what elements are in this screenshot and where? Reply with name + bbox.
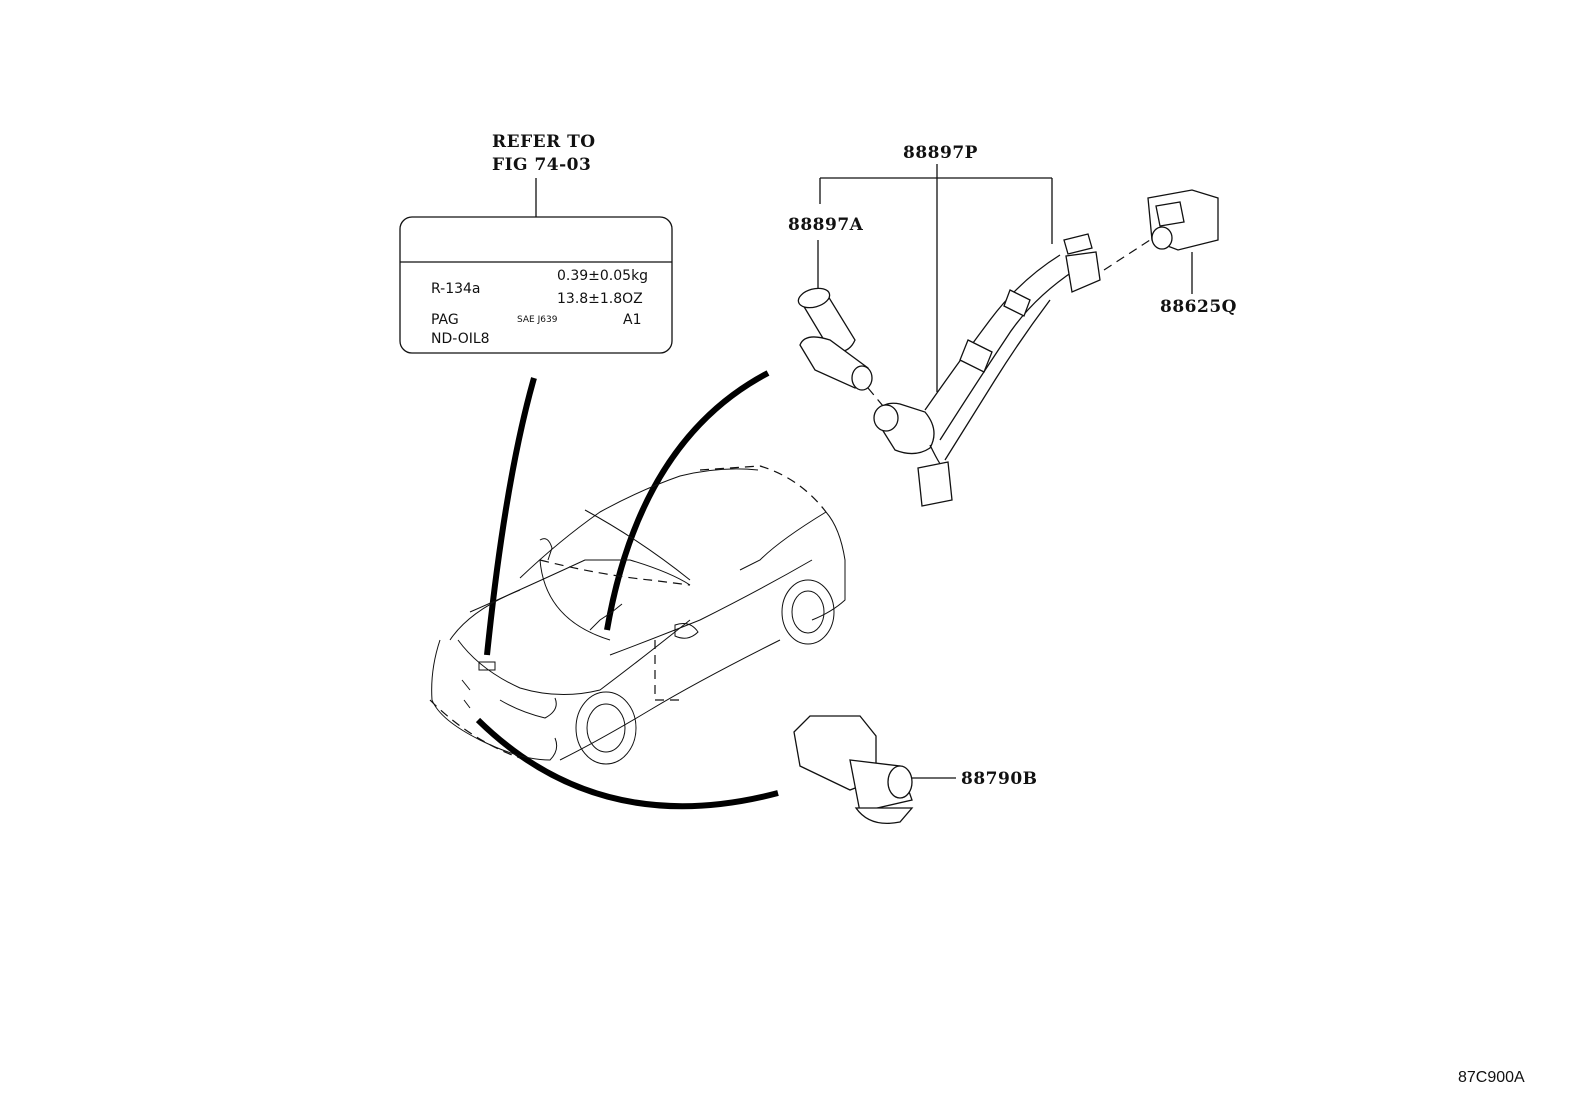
- front-wheel-outer: [575, 691, 637, 765]
- a-pillar: [584, 509, 691, 581]
- cowl-line: [469, 559, 691, 613]
- harness-sensor-tip: [873, 404, 899, 432]
- door-line: [654, 640, 680, 701]
- windshield-top: [539, 559, 691, 586]
- pointer-arc-front-sensor: [475, 717, 779, 810]
- rear-window-line: [739, 511, 827, 571]
- bumper-lower: [429, 699, 521, 759]
- front-sensor-marker: [461, 679, 471, 709]
- sensor-b-base: [854, 807, 914, 825]
- harness-connector-body: [1065, 251, 1101, 293]
- rear-quarter: [811, 511, 846, 621]
- sensor-a-tip: [851, 365, 873, 391]
- label-code: A1: [623, 312, 641, 328]
- harness-branch: [944, 299, 1051, 461]
- refrigerant-type: R-134a: [431, 281, 481, 297]
- ac-label-plate: R-134a 0.39±0.05kg 13.8±1.8OZ PAG SAE J6…: [399, 216, 673, 354]
- side-mirror: [674, 623, 699, 639]
- rear-wheel-outer: [781, 579, 835, 645]
- roofline-rear: [699, 465, 827, 513]
- reference-line-1: REFER TO: [492, 132, 596, 152]
- reference-line-2: FIG 74-03: [492, 155, 591, 175]
- headlamp: [499, 697, 557, 719]
- refrigerant-amount-oz: 13.8±1.8OZ: [557, 291, 643, 307]
- switch-part: 88625Q: [1147, 189, 1237, 317]
- switch-plunger: [1151, 226, 1173, 250]
- windshield-base: [539, 559, 611, 641]
- reference-note: REFER TO FIG 74-03: [492, 132, 596, 217]
- oil-name: ND-OIL8: [431, 331, 490, 347]
- wire-harness: [873, 233, 1151, 507]
- sensor-a-part: 88897A: [788, 215, 889, 413]
- location-pointers: [475, 370, 779, 810]
- front-bumper: [431, 639, 558, 761]
- front-wheel-inner: [586, 703, 626, 753]
- callout-sensor-a: 88897A: [788, 215, 864, 235]
- pointer-arc-sensor: [604, 370, 770, 631]
- refrigerant-amount-kg: 0.39±0.05kg: [557, 268, 648, 284]
- harness-cable-lower: [939, 269, 1076, 441]
- callout-switch: 88625Q: [1160, 297, 1237, 317]
- harness-group-bracket: 88897P: [819, 143, 1053, 392]
- sensor-b-part: 88790B: [793, 715, 1038, 825]
- hood-front-edge: [449, 589, 521, 641]
- switch-top-plate: [1155, 201, 1185, 227]
- figure-id: 87C900A: [1458, 1069, 1525, 1086]
- harness-to-switch-dashed: [1103, 239, 1151, 271]
- pointer-arc-label: [484, 377, 537, 656]
- sae-standard: SAE J639: [517, 315, 558, 325]
- harness-clip-2: [1003, 289, 1031, 317]
- rocker-line: [559, 639, 781, 761]
- label-location-marker: [478, 661, 496, 671]
- beltline: [609, 559, 813, 656]
- vehicle-illustration: [429, 465, 846, 765]
- harness-connector-top: [1063, 233, 1093, 255]
- sensor-b-face: [887, 765, 913, 799]
- antenna: [539, 538, 553, 561]
- roofline-front: [519, 468, 759, 579]
- harness-clip-1: [959, 339, 993, 373]
- sensor-a-cap: [797, 287, 831, 309]
- harness-connector-bottom: [917, 461, 953, 507]
- sensor-location-marker: [589, 603, 623, 631]
- harness-cable-upper: [924, 254, 1061, 411]
- label-plate-outline: [399, 216, 673, 354]
- rear-wheel-inner: [791, 590, 825, 634]
- sensor-a-dashed-path: [867, 387, 889, 413]
- oil-type: PAG: [431, 312, 459, 328]
- callout-sensor-b: 88790B: [961, 769, 1038, 789]
- callout-harness-group: 88897P: [903, 143, 978, 163]
